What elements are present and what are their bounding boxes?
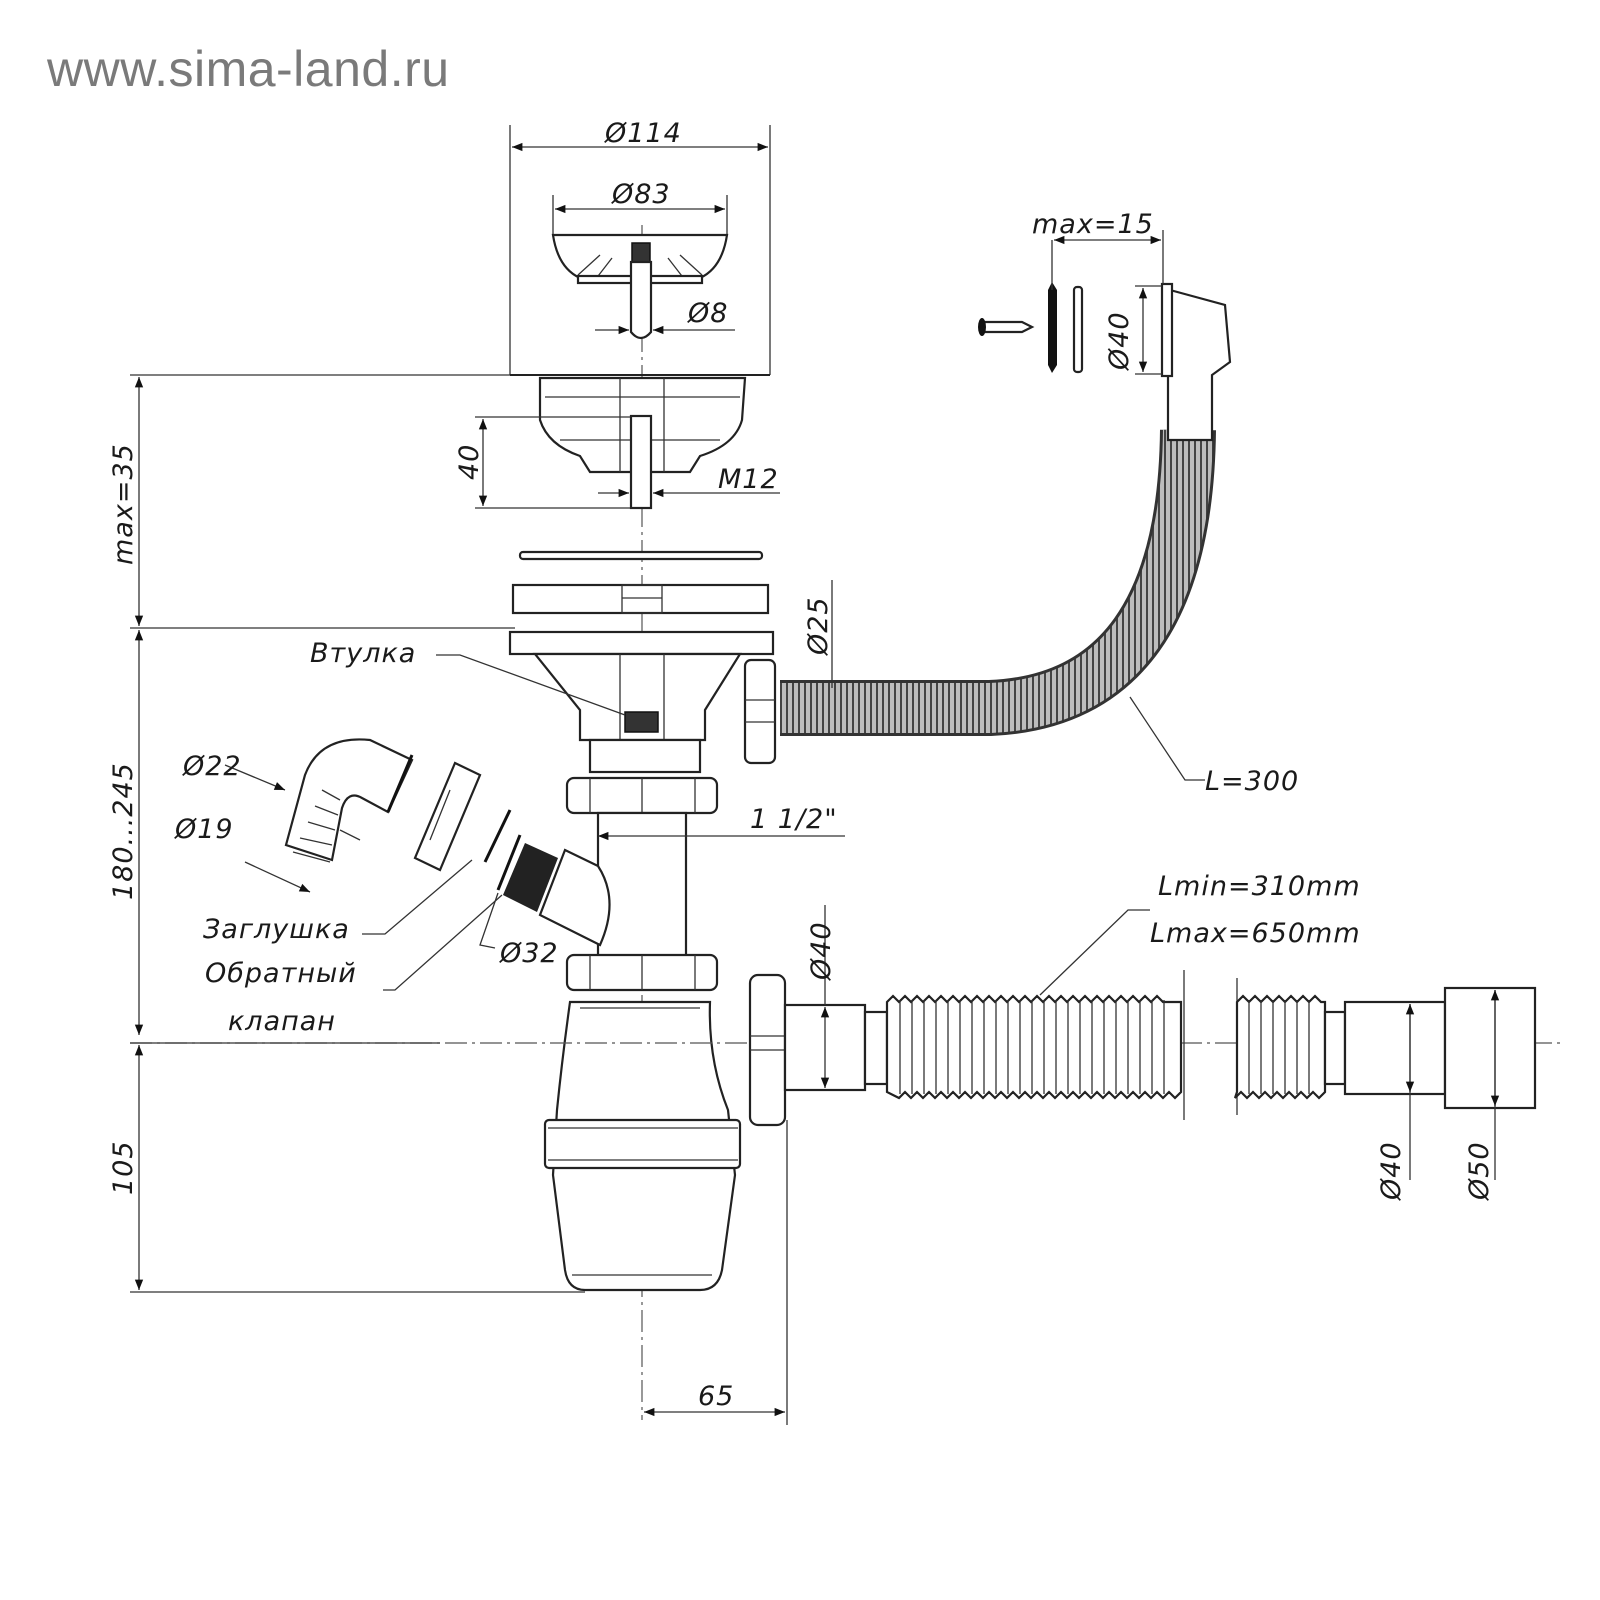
vertical-pipe (596, 811, 688, 960)
length-min-label: Lmin=310mm (1158, 871, 1361, 902)
dim-overflow-40-label: Ø40 (1104, 311, 1135, 371)
drain-housing (508, 630, 777, 774)
washer (511, 583, 770, 615)
dim-114-label: Ø114 (604, 118, 682, 149)
dim-105-label: 105 (108, 1140, 139, 1195)
hose-collar (863, 1010, 889, 1086)
plug (413, 761, 482, 872)
threaded-rod (629, 414, 653, 510)
corrugated-hose-right (1233, 994, 1327, 1100)
dim-end-50-label: Ø50 (1464, 1141, 1495, 1201)
dim-65-label: 65 (698, 1381, 734, 1412)
corrugated-hose-left (885, 994, 1183, 1100)
dim-8-label: Ø8 (687, 298, 728, 329)
bushing (624, 711, 659, 733)
overflow-nut (743, 658, 777, 765)
end-collar (1323, 1010, 1347, 1086)
dim-22-label: Ø22 (182, 751, 242, 782)
plug-gasket (483, 809, 512, 863)
strainer-stem (629, 260, 653, 340)
overflow-head: Ø40 max=15 (978, 209, 1232, 442)
dim-40-label: 40 (454, 444, 485, 480)
drain-body: 40 M12 (454, 376, 780, 510)
dim-end-40-label: Ø40 (1376, 1141, 1407, 1201)
check-valve-label-2: клапан (228, 1006, 336, 1037)
gasket (518, 550, 764, 561)
length-max-label: Lmax=650mm (1150, 918, 1361, 949)
bottle-trap (543, 1000, 742, 1292)
lower-nut (565, 953, 719, 992)
check-valve-label-1: Обратный (205, 958, 357, 989)
screw (981, 320, 1035, 334)
thread-m12-label: M12 (718, 464, 779, 495)
check-valve-body (503, 843, 558, 912)
end-socket (1443, 986, 1537, 1110)
check-valve-flap (496, 834, 522, 891)
side-outlet (538, 848, 611, 947)
dim-total-height-label: 180...245 (108, 762, 139, 900)
plug-label: Заглушка (203, 914, 350, 945)
dim-32-label: Ø32 (499, 938, 559, 969)
upper-nut (565, 776, 719, 815)
hose-length-label: L=300 (1205, 766, 1299, 797)
overflow-gasket (1072, 285, 1084, 374)
dishwasher-hose (284, 738, 414, 863)
overflow-grille (1048, 282, 1057, 373)
dim-max35-label: max=35 (108, 443, 139, 565)
bushing-label: Втулка (310, 638, 416, 669)
watermark: www.sima-land.ru (47, 41, 450, 97)
dim-83-label: Ø83 (611, 179, 671, 210)
dim-max15-label: max=15 (1032, 209, 1154, 240)
dim-outlet-40-label: Ø40 (806, 921, 837, 981)
dim-25-label: Ø25 (803, 596, 834, 656)
end-pipe (1343, 1000, 1447, 1096)
strainer-plan: Ø114 Ø83 Ø8 (509, 118, 771, 376)
dim-19-label: Ø19 (174, 814, 234, 845)
nut-size-label: 1 1/2" (750, 804, 838, 835)
